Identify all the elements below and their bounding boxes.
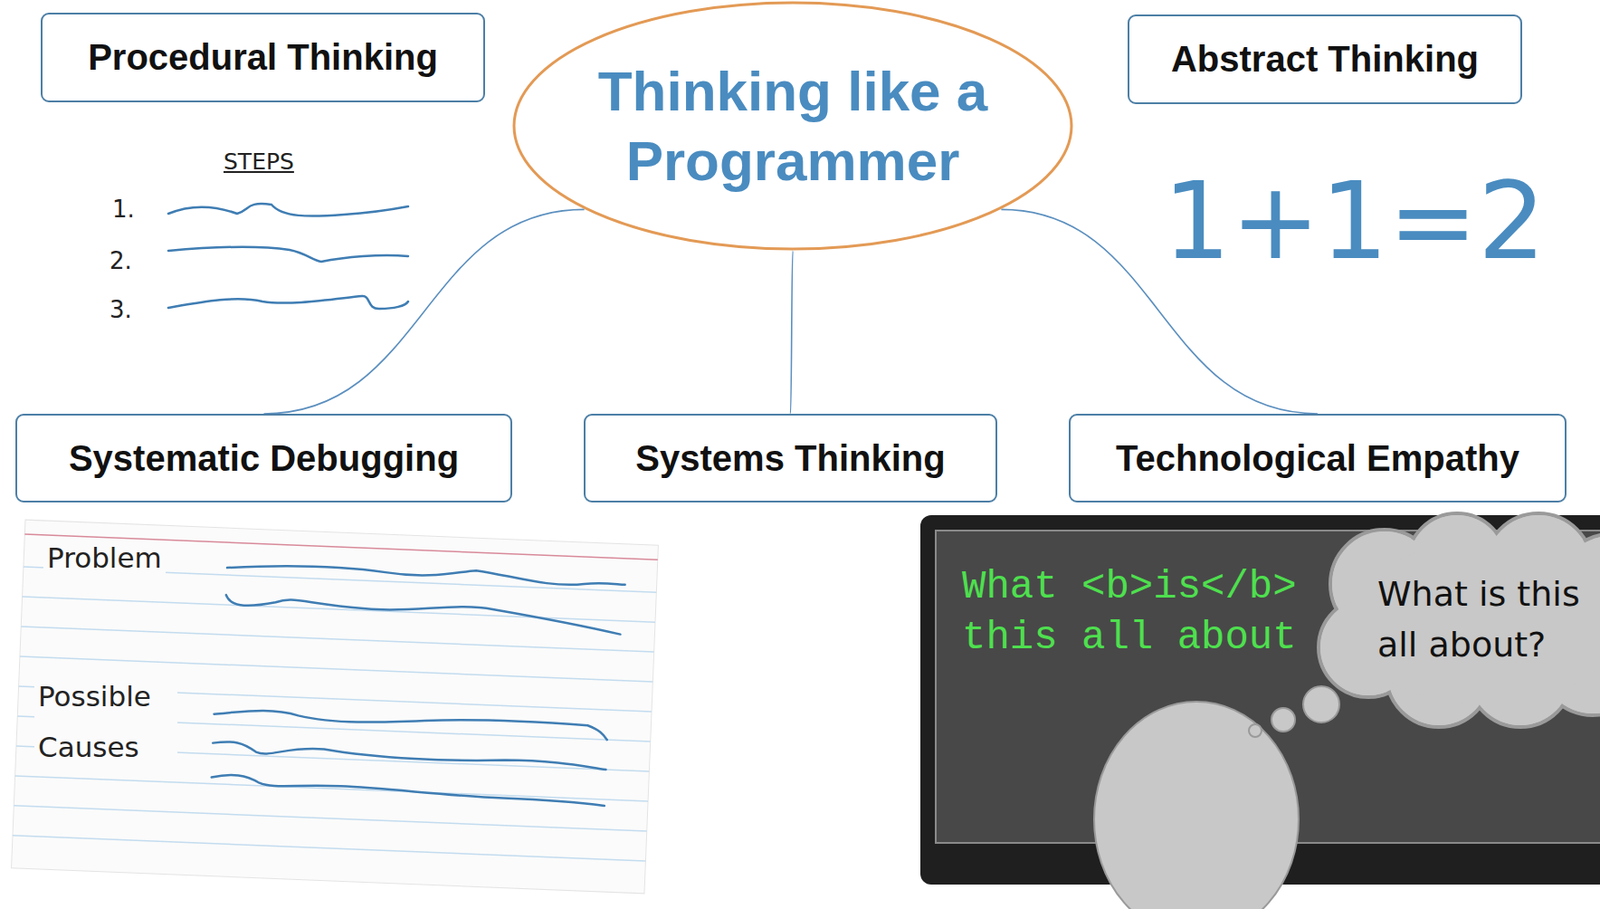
cloud-fill	[1348, 541, 1600, 705]
card-heading: Problem	[43, 541, 166, 575]
note-line	[213, 708, 608, 740]
thought-cloud	[1318, 513, 1600, 727]
ellipse-outline	[512, 0, 1074, 251]
branch-connector	[264, 209, 585, 414]
card	[11, 519, 659, 894]
step-line	[168, 295, 409, 309]
node-text: Technological Empathy	[1115, 438, 1520, 479]
step-line	[168, 247, 409, 262]
node-text: Systematic Debugging	[68, 438, 459, 479]
note-line	[227, 560, 626, 587]
card-rules	[12, 566, 657, 861]
note-line	[210, 773, 605, 806]
step-number: 1.	[112, 195, 135, 224]
central-ellipse: Thinking like a Programmer	[512, 0, 1074, 251]
thought-dot	[1303, 685, 1340, 723]
concept-box: Procedural Thinking	[40, 12, 486, 103]
step-number: 3.	[109, 295, 133, 324]
ellipse-shape	[514, 2, 1072, 249]
step-line	[168, 203, 409, 217]
note-line	[212, 741, 607, 770]
node-text: Thinking like a Programmer	[566, 56, 1020, 197]
rule	[20, 626, 654, 652]
concept-box: Technological Empathy	[1068, 413, 1567, 503]
node-text: Procedural Thinking	[87, 37, 439, 78]
step-number: 2.	[109, 247, 133, 276]
branch-connector	[790, 250, 794, 414]
steps-lines	[168, 203, 409, 309]
index-card	[11, 519, 659, 894]
rule	[15, 775, 648, 801]
rule	[12, 835, 646, 861]
terminal-code: What <b>is</b> this all about	[961, 561, 1324, 663]
card-heading: Possible Causes	[34, 671, 178, 773]
thought-dot	[1248, 723, 1262, 737]
concept-box: Systematic Debugging	[15, 413, 513, 503]
note-line	[225, 594, 622, 635]
rule	[22, 596, 656, 622]
node-text: Systems Thinking	[635, 438, 945, 479]
math-equation: 1+1=2	[1162, 167, 1546, 275]
card-squiggles	[210, 560, 626, 807]
node-text: Abstract Thinking	[1171, 38, 1479, 80]
thought-dot	[1271, 707, 1296, 732]
head	[1094, 701, 1299, 909]
concept-box: Abstract Thinking	[1127, 14, 1523, 105]
rule	[13, 805, 647, 831]
concept-box: Systems Thinking	[583, 413, 998, 503]
thought-text: What is this all about?	[1377, 568, 1591, 670]
steps-heading: STEPS	[223, 148, 295, 176]
